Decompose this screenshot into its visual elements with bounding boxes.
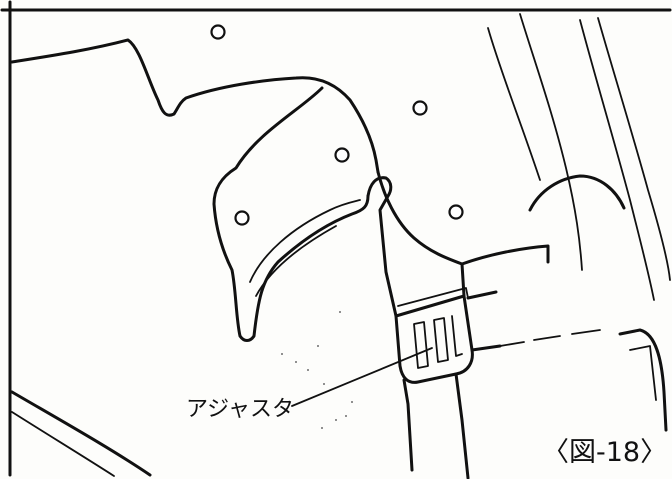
right-curve [528, 174, 626, 212]
adjuster-slot-1 [413, 321, 429, 369]
hole-2 [412, 100, 428, 116]
hook-inner-curve [249, 199, 361, 283]
hole-1 [210, 24, 226, 40]
adjuster-right-bar [466, 290, 502, 352]
upper-panel-edge [10, 38, 380, 174]
callout-leader-line [291, 347, 433, 407]
adjuster-slot-3 [451, 315, 463, 357]
hook-bracket-outline [212, 86, 370, 342]
callout-label-adjuster: アジャスタ [186, 397, 294, 422]
adjuster-stem [402, 372, 470, 479]
speckle-marks [281, 311, 353, 429]
hook-inner-curve-2 [255, 225, 337, 297]
hole-4 [448, 204, 464, 220]
right-rail-2 [519, 13, 583, 271]
figure-number-label: 〈図-18〉 [542, 437, 667, 468]
hole-3 [334, 147, 350, 163]
right-rail-1 [487, 27, 541, 181]
neck-left-edge [366, 176, 398, 318]
right-rail-3 [579, 19, 655, 301]
adjuster-slot-2 [433, 317, 449, 363]
lower-plate-edge [460, 244, 550, 266]
right-lower-dash [499, 329, 601, 347]
right-lower-inner [629, 345, 657, 401]
adjuster-frame [394, 294, 474, 384]
right-rail-4 [597, 17, 671, 281]
hole-5 [234, 210, 250, 226]
lower-left-diagonal [10, 390, 152, 477]
right-lower-box [618, 328, 668, 432]
adjuster-top-band [397, 287, 469, 307]
lower-left-diagonal-2 [11, 411, 115, 477]
neck-right-edge [376, 170, 466, 298]
